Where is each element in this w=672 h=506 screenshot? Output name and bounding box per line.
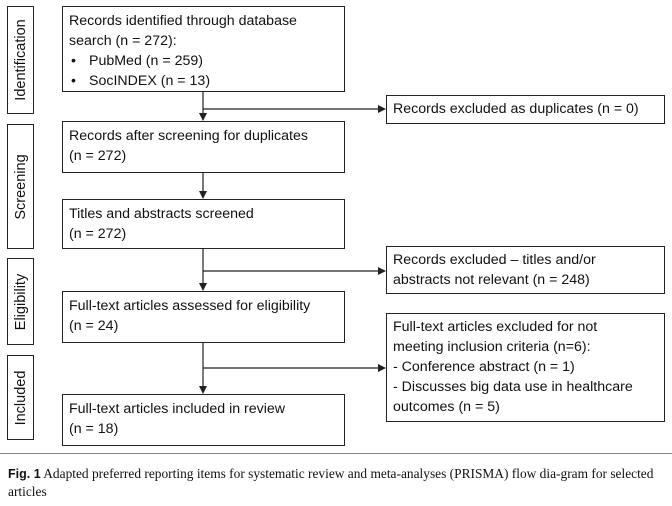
fulltext-excluded-reason1: - Conference abstract (n = 1)	[393, 359, 575, 375]
stage-included: Included	[7, 355, 34, 440]
caption-divider	[0, 453, 672, 454]
stage-screening: Screening	[7, 124, 34, 249]
box-titles-screened: Titles and abstracts screened (n = 272)	[62, 199, 345, 249]
bullet-socindex: • SocINDEX (n = 13)	[69, 71, 338, 91]
fulltext-assessed-line1: Full-text articles assessed for eligibil…	[69, 298, 311, 314]
box-fulltext-excluded: Full-text articles excluded for not meet…	[386, 313, 665, 422]
stage-identification: Identification	[7, 6, 34, 114]
bullet-dot: •	[71, 73, 76, 89]
figure-caption: Fig. 1 Adapted preferred reporting items…	[8, 465, 664, 500]
included-line2: (n = 18)	[69, 421, 119, 437]
caption-text: Adapted preferred reporting items for sy…	[8, 466, 654, 499]
box-records-identified: Records identified through database sear…	[62, 6, 345, 92]
after-screening-line1: Records after screening for duplicates	[69, 128, 308, 144]
included-line1: Full-text articles included in review	[69, 401, 286, 417]
fulltext-excluded-line2: meeting inclusion criteria (n=6):	[393, 339, 591, 355]
box-after-screening: Records after screening for duplicates (…	[62, 121, 345, 173]
records-identified-line2: search (n = 272):	[69, 33, 177, 49]
box-titles-excluded: Records excluded – titles and/or abstrac…	[386, 246, 665, 294]
bullet-pubmed: • PubMed (n = 259)	[69, 51, 338, 71]
bullet-dot: •	[71, 53, 76, 69]
box-duplicates-excluded: Records excluded as duplicates (n = 0)	[386, 95, 665, 124]
stage-eligibility: Eligibility	[7, 258, 34, 345]
after-screening-line2: (n = 272)	[69, 148, 127, 164]
records-identified-line1: Records identified through database	[69, 13, 297, 29]
fulltext-excluded-reason2: - Discusses big data use in healthcare	[393, 379, 633, 395]
titles-screened-line1: Titles and abstracts screened	[69, 206, 254, 222]
box-included: Full-text articles included in review (n…	[62, 394, 345, 446]
duplicates-excluded-text: Records excluded as duplicates (n = 0)	[393, 101, 639, 117]
fulltext-assessed-line2: (n = 24)	[69, 318, 119, 334]
caption-label: Fig. 1	[8, 467, 41, 481]
bullet-pubmed-text: PubMed (n = 259)	[89, 53, 203, 69]
titles-screened-line2: (n = 272)	[69, 226, 127, 242]
box-fulltext-assessed: Full-text articles assessed for eligibil…	[62, 291, 345, 343]
titles-excluded-line2: abstracts not relevant (n = 248)	[393, 272, 590, 288]
fulltext-excluded-reason2-cont: outcomes (n = 5)	[393, 399, 500, 415]
fulltext-excluded-line1: Full-text articles excluded for not	[393, 319, 598, 335]
titles-excluded-line1: Records excluded – titles and/or	[393, 252, 596, 268]
bullet-socindex-text: SocINDEX (n = 13)	[89, 73, 211, 89]
